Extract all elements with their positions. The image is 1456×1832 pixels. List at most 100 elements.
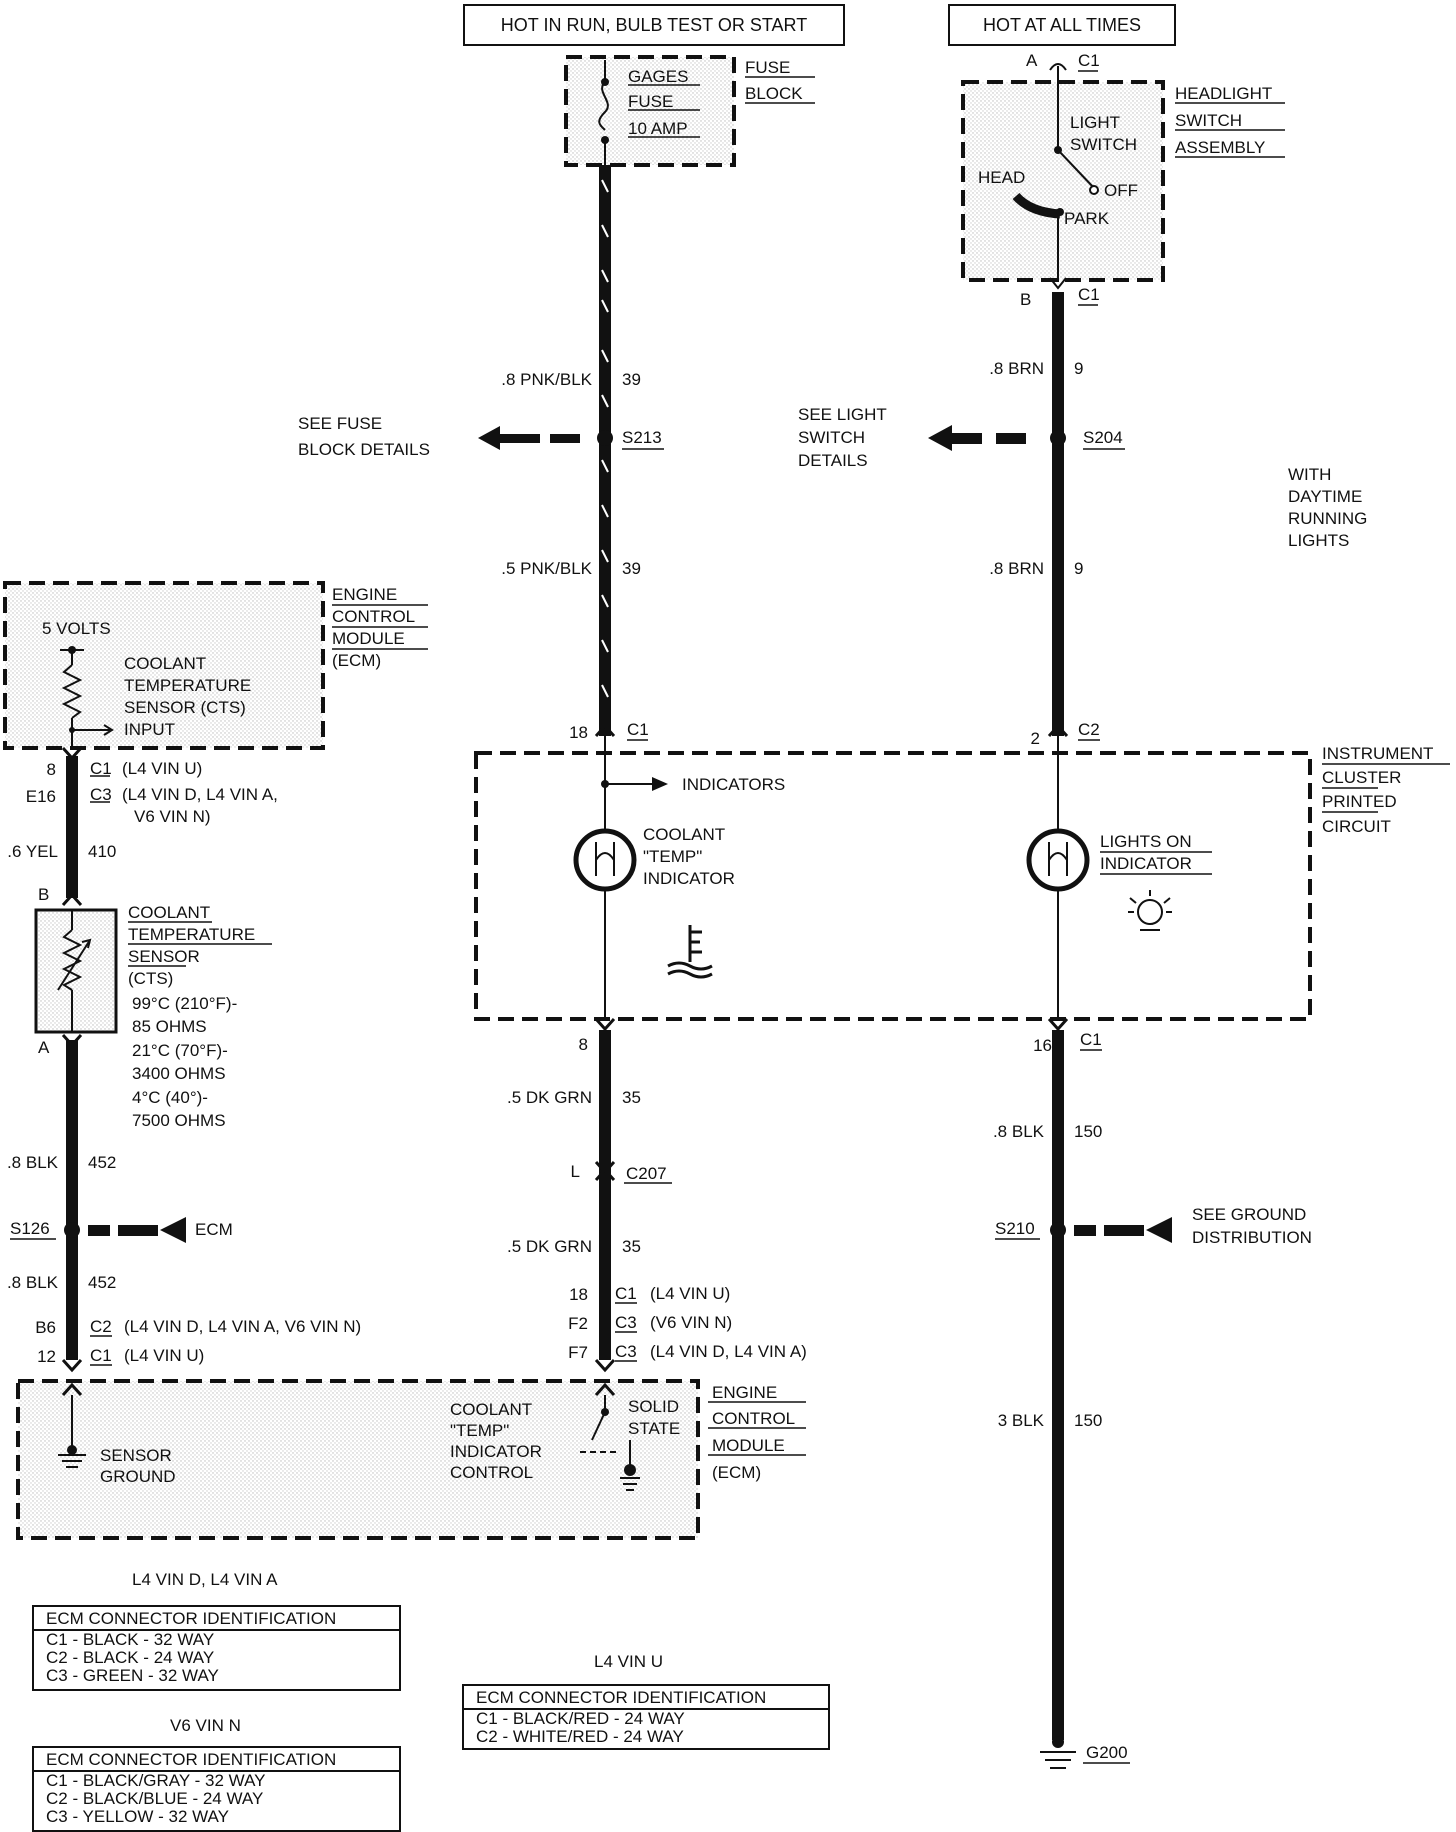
ecm-bl-pin-a: B6 [35,1318,56,1337]
arrow-to-fuse-block-details [478,426,580,450]
coolant-temp-filament [595,842,615,876]
arrow-from-ground-distribution [1074,1217,1172,1243]
lights-on-indicator-2: INDICATOR [1100,854,1192,873]
switch-contact-head-park [1012,192,1061,219]
table3-title: ECM CONNECTOR IDENTIFICATION [464,1686,828,1710]
ecm-ctl-3: INDICATOR [450,1442,542,1461]
sensor-pin-top: B [38,885,49,904]
table3-row: C2 - WHITE/RED - 24 WAY [476,1727,684,1746]
wire-label-w9-gauge: .5 DK GRN [507,1237,592,1256]
power-source-run-box: HOT IN RUN, BULB TEST OR START [463,4,845,46]
wire-label-w10-gauge: .8 BLK [993,1122,1045,1141]
sensor-spec-2: 85 OHMS [132,1017,207,1036]
sensor-spec-6: 7500 OHMS [132,1111,226,1130]
fuse-block-title-2: BLOCK [745,84,803,103]
ecm-top-title-2: CONTROL [332,607,415,626]
ecm-top-box [3,581,325,750]
splice-label-s210: S210 [995,1219,1035,1238]
lights-on-bulb [1026,828,1090,892]
splice-label-s126: S126 [10,1219,50,1238]
switch-pos-park: PARK [1064,209,1110,228]
ref-ground-1: SEE GROUND [1192,1205,1306,1224]
wire-label-w8-gauge: .5 DK GRN [507,1088,592,1107]
temp-symbol-icon [667,925,713,979]
ecm-connector-table-2: ECM CONNECTOR IDENTIFICATION C1 - BLACK/… [32,1746,401,1832]
fuse-label-1: GAGES [628,67,688,86]
switch-pivot [1054,146,1062,154]
cluster-indicators: INDICATORS [682,775,785,794]
sensor-spec-5: 4°C (40°)- [132,1088,208,1107]
arrow-from-ecm [88,1217,186,1243]
table1-row: C1 - BLACK - 32 WAY [46,1630,215,1649]
sensor-ground-node [67,1445,77,1455]
ecm-bm-conn-c: C3 [615,1342,637,1361]
ecm-bm-conn-a: C1 [615,1284,637,1303]
pullup-node [68,646,76,654]
lights-on-indicator-1: LIGHTS ON [1100,832,1192,851]
power-source-battery: HOT AT ALL TIMES [982,14,1142,35]
fuse-label-3: 10 AMP [628,119,688,138]
ecm-connector-table-1: ECM CONNECTOR IDENTIFICATION C1 - BLACK … [32,1605,401,1691]
wire-label-w4-gauge: .8 BRN [989,559,1044,578]
wire-label-w11-circuit: 150 [1074,1411,1102,1430]
sensor-title-4: (CTS) [128,969,173,988]
splice-label-s204: S204 [1083,428,1123,447]
ref-light-3: DETAILS [798,451,868,470]
ecm-top-pin-b: E16 [26,787,56,806]
coolant-temp-indicator-2: "TEMP" [643,847,702,866]
wire-label-w11-gauge: 3 BLK [998,1411,1045,1430]
ecm-top-pin-a: 8 [47,760,56,779]
sensor-title-1: COOLANT [128,903,210,922]
ecm-ctl-2: "TEMP" [450,1421,509,1440]
ecm-bm-title-4: (ECM) [712,1463,761,1482]
ecm-top-note-b1: (L4 VIN D, L4 VIN A, [122,785,278,804]
ecm-bl-pin-b: 12 [37,1347,56,1366]
c207-name: C207 [626,1164,667,1183]
ecm-bm-title-3: MODULE [712,1436,785,1455]
ref-drl-3: RUNNING [1288,509,1367,528]
ecm-ctl-1: COOLANT [450,1400,532,1419]
table1-caption: L4 VIN D, L4 VIN A [132,1570,278,1589]
fuse-label-2: FUSE [628,92,673,111]
cluster-pin-left-top: 18 [569,723,588,742]
ref-fuse-2: BLOCK DETAILS [298,440,430,459]
solid-state-2: STATE [628,1419,680,1438]
indicators-node [601,780,609,788]
indicators-arrow [652,777,668,791]
table2-title: ECM CONNECTOR IDENTIFICATION [34,1748,399,1772]
ecm-bl-note-a: (L4 VIN D, L4 VIN A, V6 VIN N) [124,1317,361,1336]
connector-chevrons [61,723,1069,1397]
splice-label-s213: S213 [622,428,662,447]
wire-label-w7-circuit: 452 [88,1273,116,1292]
light-switch-label-2: SWITCH [1070,135,1137,154]
table2-row: C1 - BLACK/GRAY - 32 WAY [46,1771,266,1790]
table2-row: C2 - BLACK/BLUE - 24 WAY [46,1789,264,1808]
ref-ground-2: DISTRIBUTION [1192,1228,1312,1247]
switch-contact-park [1056,208,1064,216]
thermistor-symbol [57,910,92,1032]
label-underlines [10,70,1450,1764]
ecm-cts-2: TEMPERATURE [124,676,251,695]
lamp-symbol-icon [1128,890,1172,931]
wire-label-w10-circuit: 150 [1074,1122,1102,1141]
wire-label-w2-gauge: .5 PNK/BLK [501,559,592,578]
wire-label-w6-circuit: 452 [88,1153,116,1172]
headlight-switch-box [961,80,1165,282]
wire-label-w8-circuit: 35 [622,1088,641,1107]
wire-label-w3-circuit: 9 [1074,359,1083,378]
solid-state-ground-node [624,1464,636,1476]
fuse-terminal-bottom [601,136,609,144]
cluster-title-3: PRINTED [1322,792,1397,811]
splice-s126 [64,1222,80,1238]
ref-drl-4: LIGHTS [1288,531,1349,550]
wire-stripe-ticks [601,179,609,698]
ecm-connector-table-3: ECM CONNECTOR IDENTIFICATION C1 - BLACK/… [462,1684,830,1750]
sensor-spec-1: 99°C (210°F)- [132,994,237,1013]
ref-light-1: SEE LIGHT [798,405,887,424]
sensor-title-2: TEMPERATURE [128,925,255,944]
ref-drl-1: WITH [1288,465,1331,484]
cluster-pin-right-top: 2 [1031,729,1040,748]
ecm-bl-conn-b: C1 [90,1346,112,1365]
lights-on-filament [1048,842,1068,876]
coolant-temp-indicator-3: INDICATOR [643,869,735,888]
